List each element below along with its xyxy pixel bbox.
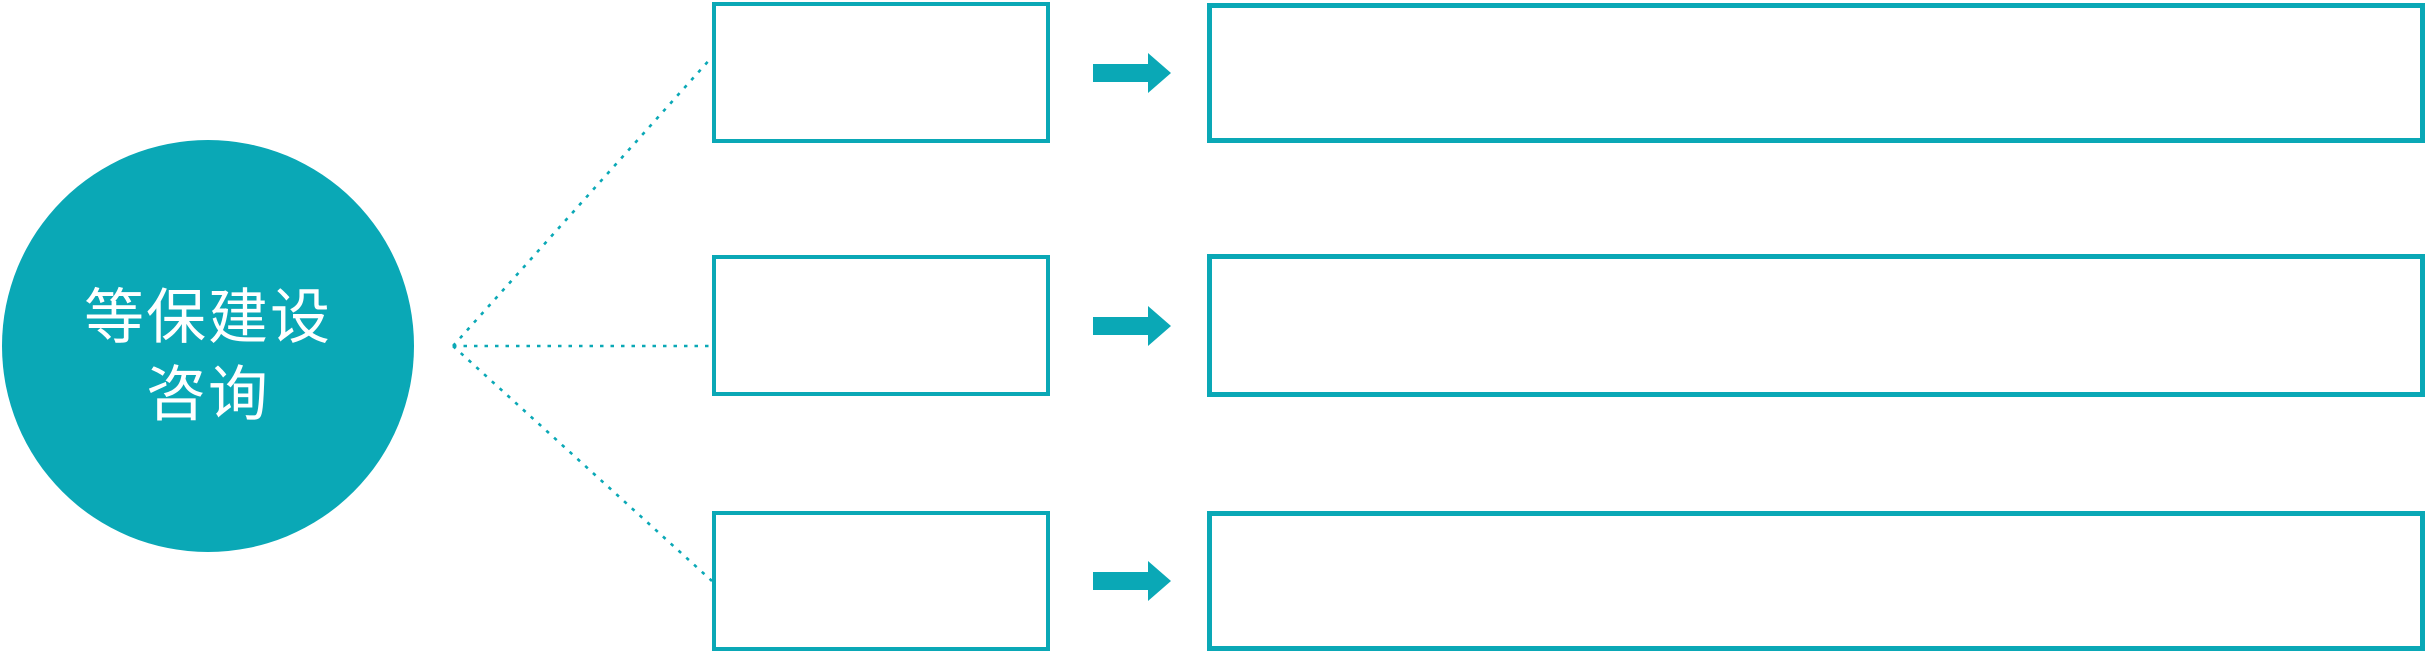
right-arrow-shape xyxy=(1093,53,1171,93)
branch-detail-box-2 xyxy=(1207,254,2425,397)
right-arrow-shape xyxy=(1093,306,1171,346)
root-node-label: 等保建设 咨询 xyxy=(84,280,332,434)
dotted-connector-line-bottom xyxy=(452,345,713,582)
branch-box-3 xyxy=(712,511,1050,651)
root-node-label-line2: 咨询 xyxy=(146,360,270,430)
branch-detail-box-3 xyxy=(1207,511,2425,651)
right-arrow-shape xyxy=(1093,561,1171,601)
branch-detail-box-1 xyxy=(1207,3,2425,143)
branch-box-2 xyxy=(712,255,1050,396)
branch-box-1 xyxy=(712,2,1050,143)
root-node-label-line1: 等保建设 xyxy=(84,283,332,354)
right-arrow-icon-1 xyxy=(1093,53,1171,93)
dotted-connector-line-top xyxy=(452,56,713,347)
right-arrow-icon-3 xyxy=(1093,561,1171,601)
root-node-circle: 等保建设 咨询 xyxy=(2,140,414,552)
right-arrow-icon-2 xyxy=(1093,306,1171,346)
